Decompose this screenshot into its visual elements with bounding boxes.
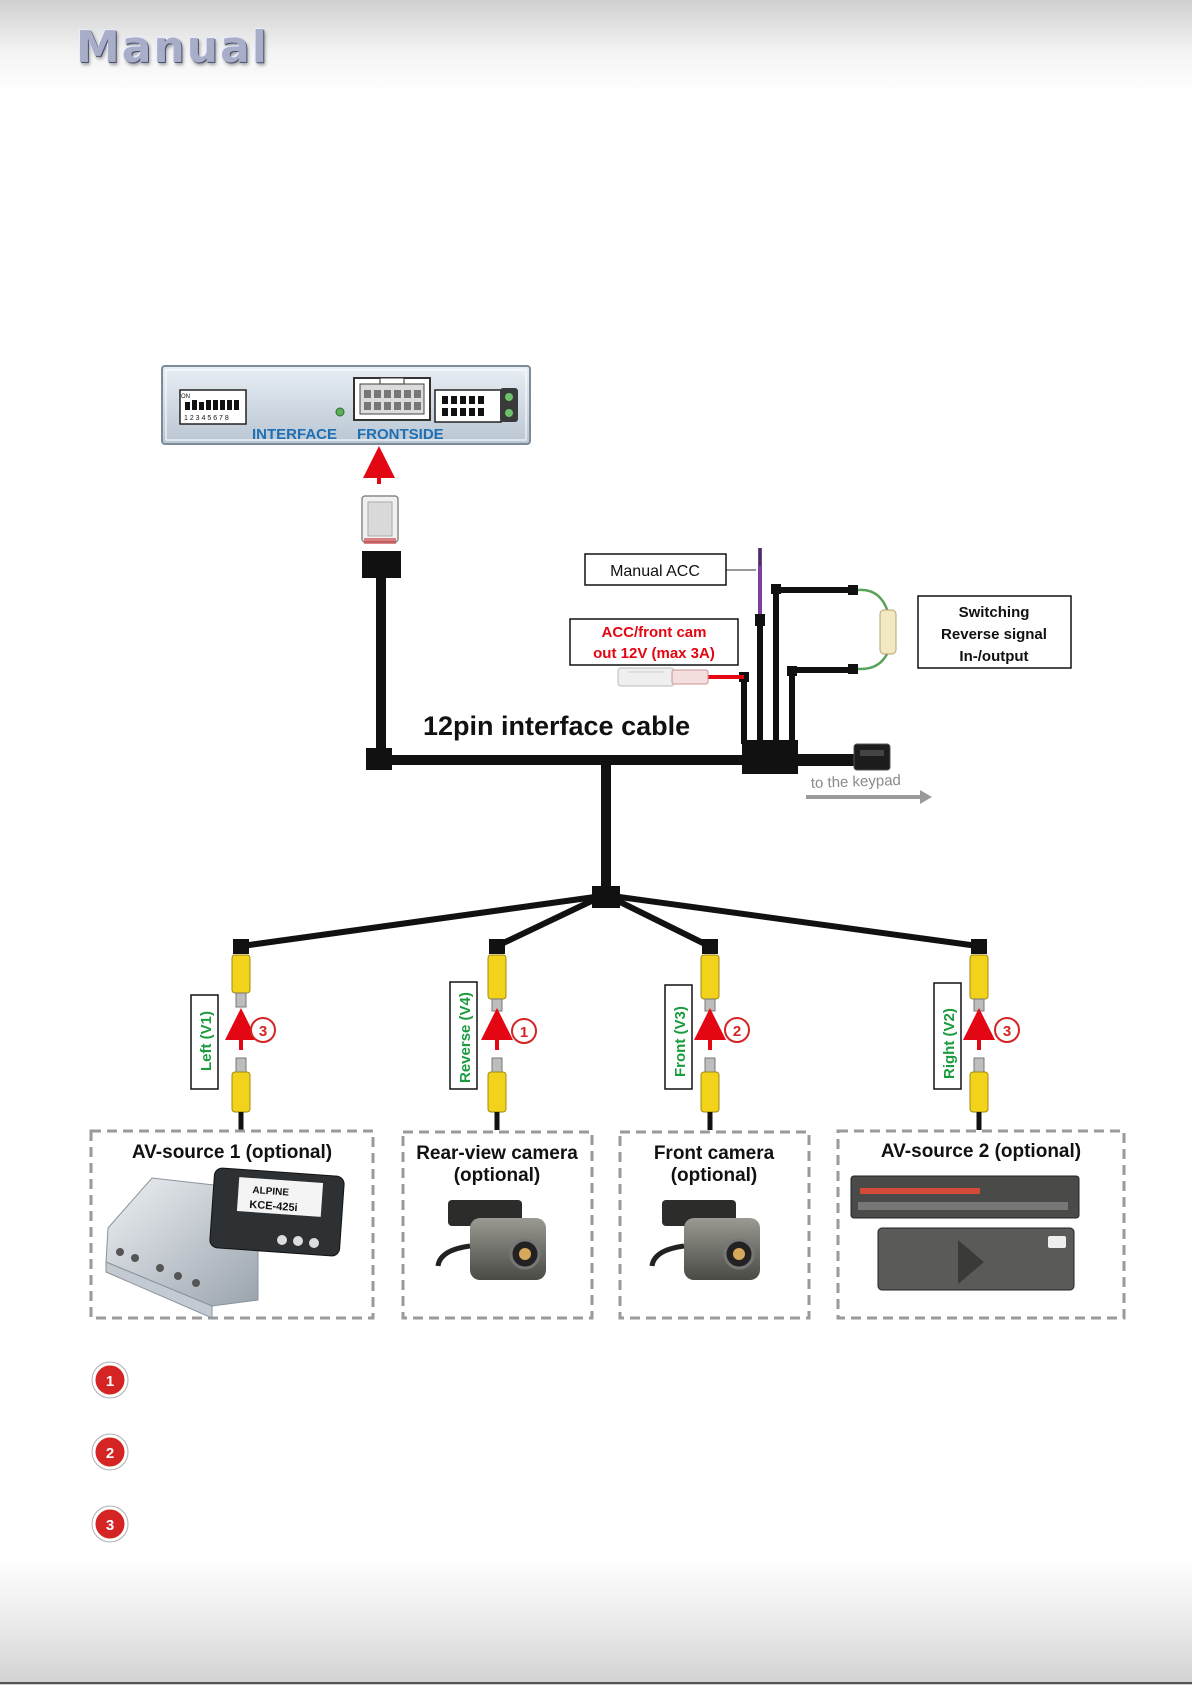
- 12pin-socket: [353, 377, 431, 421]
- 12pin-plug: [361, 495, 401, 578]
- channel-label-reverse: Reverse (V4): [457, 992, 474, 1083]
- channel-label-left: Left (V1): [198, 1011, 215, 1071]
- keypad-label: to the keypad: [811, 772, 902, 792]
- harness-corner-block: [366, 748, 392, 770]
- alpine-brand-text: ALPINE: [252, 1185, 290, 1199]
- output-socket: [434, 389, 502, 423]
- video-split-block: [592, 886, 620, 908]
- interface-frontside-panel: 1 2 3 4 5 6 7 8 ON INTERFACE FRONTSIDE: [161, 365, 531, 445]
- switching-line1: Switching: [959, 604, 1030, 621]
- source-title-av1: AV-source 1 (optional): [132, 1142, 332, 1163]
- footer-divider: [0, 1682, 1192, 1684]
- source-title-av2: AV-source 2 (optional): [881, 1141, 1081, 1162]
- legend-marker-2: 2: [91, 1433, 129, 1471]
- interface-label-right: FRONTSIDE: [357, 426, 444, 443]
- acc-out-line1: ACC/front cam: [601, 624, 706, 641]
- switching-line2: Reverse signal: [941, 626, 1047, 643]
- switching-line3: In-/output: [959, 648, 1028, 665]
- cable-title: 12pin interface cable: [423, 711, 690, 741]
- front-camera-image: [649, 1200, 760, 1280]
- video-branches: [241, 893, 979, 949]
- reverse-signal-wire: [857, 588, 897, 671]
- channel-step-reverse: 1: [520, 1024, 528, 1041]
- source-box-front-camera: Front camera (optional): [618, 1130, 811, 1320]
- acc-fuse-holder: [617, 667, 709, 687]
- dip-on-label: ON: [181, 394, 190, 400]
- manual-acc-label: Manual ACC: [610, 563, 700, 580]
- channel-step-left: 3: [259, 1023, 267, 1040]
- channel-label-front: Front (V3): [672, 1006, 689, 1077]
- channel-step-right: 3: [1003, 1023, 1011, 1040]
- source-title-rear-line2: (optional): [454, 1165, 541, 1186]
- legend-marker-1: 1: [91, 1361, 129, 1399]
- keypad-plug: [798, 743, 891, 771]
- channel-left-v1: Left (V1) 3: [190, 939, 276, 1130]
- source-box-av1: AV-source 1 (optional) ALPINE KCE-425i: [89, 1129, 375, 1320]
- av-interface-device-image: ALPINE KCE-425i: [105, 1167, 345, 1319]
- acc-out-box: [569, 618, 739, 666]
- channel-front-v3: Front (V3) 2: [664, 939, 750, 1130]
- channel-label-right: Right (V2): [941, 1008, 958, 1079]
- legend-marker-3-text: 3: [106, 1517, 114, 1534]
- manual-acc-box: [584, 553, 727, 586]
- screw-terminals: [500, 388, 518, 422]
- dvd-player-image: [850, 1175, 1080, 1291]
- legend-marker-3: 3: [91, 1505, 129, 1543]
- header-band: [0, 0, 1192, 96]
- channel-reverse-v4: Reverse (V4) 1: [449, 939, 537, 1130]
- interface-label-left: INTERFACE: [252, 426, 337, 443]
- acc-out-line2: out 12V (max 3A): [593, 645, 715, 662]
- source-box-av2: AV-source 2 (optional): [836, 1129, 1126, 1320]
- dip-switch-block: 1 2 3 4 5 6 7 8 ON: [179, 389, 247, 425]
- alpine-model-text: KCE-425i: [249, 1199, 298, 1214]
- source-title-rear-line1: Rear-view camera: [416, 1143, 578, 1164]
- channel-step-front: 2: [733, 1023, 741, 1040]
- rear-camera-image: [435, 1200, 546, 1280]
- legend-marker-2-text: 2: [106, 1445, 114, 1462]
- status-led: [335, 407, 345, 417]
- manual-logo: Manual: [76, 22, 269, 73]
- source-box-rear-camera: Rear-view camera (optional): [401, 1130, 594, 1320]
- switching-box: [917, 595, 1072, 669]
- dip-numbers: 1 2 3 4 5 6 7 8: [184, 415, 229, 422]
- channel-right-v2: Right (V2) 3: [933, 939, 1020, 1130]
- legend-marker-1-text: 1: [106, 1373, 114, 1390]
- junction-wires: [741, 587, 852, 744]
- harness-junction-block: [742, 740, 798, 774]
- footer-band: [0, 1560, 1192, 1685]
- source-title-front-line1: Front camera: [654, 1143, 775, 1164]
- source-title-front-line2: (optional): [671, 1165, 758, 1186]
